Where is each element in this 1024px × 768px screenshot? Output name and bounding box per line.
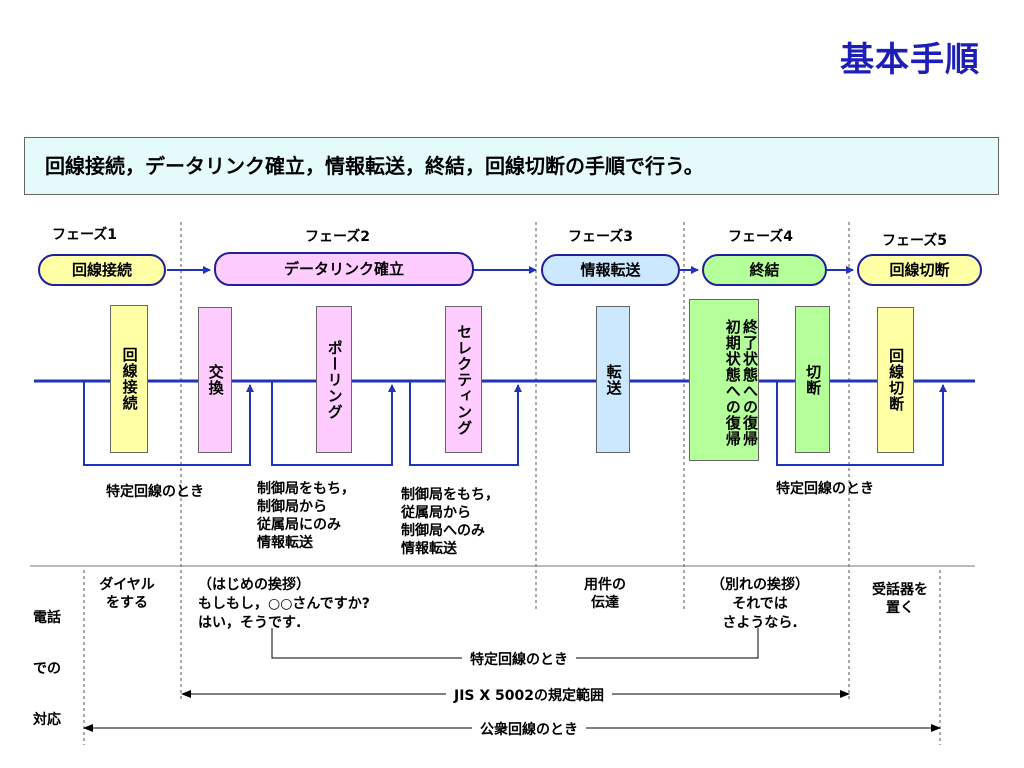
step-disconnect: 切断 bbox=[795, 306, 830, 453]
step-transfer: 転送 bbox=[596, 306, 630, 453]
note-polling: 制御局をもち， 制御局から 従属局にのみ 情報転送 bbox=[257, 481, 355, 551]
phase-4-pill: 終結 bbox=[702, 254, 827, 286]
phase-1-label: フェーズ1 bbox=[52, 227, 118, 243]
loop-2 bbox=[271, 381, 396, 466]
ranges bbox=[83, 628, 941, 732]
phone-greeting: （はじめの挨拶） もしもし，○○さんですか? はい，そうです. bbox=[198, 577, 370, 631]
phase-5-label: フェーズ5 bbox=[882, 233, 948, 249]
phase-1-pill: 回線接続 bbox=[38, 254, 166, 286]
phone-heading-line-2: での bbox=[33, 661, 61, 677]
phase-3-pill: 情報転送 bbox=[541, 254, 680, 286]
phase-4-label: フェーズ4 bbox=[728, 229, 794, 245]
summary-banner: 回線接続，データリンク確立，情報転送，終結，回線切断の手順で行う。 bbox=[24, 137, 999, 195]
phase-2-label: フェーズ2 bbox=[305, 229, 371, 245]
step-return-state: 終了状態への復帰 初期状態への復帰 bbox=[689, 299, 759, 461]
range-jis-label: JIS X 5002の規定範囲 bbox=[446, 685, 613, 705]
phone-dial: ダイヤル をする bbox=[99, 577, 155, 611]
range-public-label: 公衆回線のとき bbox=[472, 719, 586, 739]
loop-3 bbox=[409, 381, 522, 466]
step-polling: ポーリング bbox=[316, 306, 352, 453]
phase-2-pill: データリンク確立 bbox=[214, 252, 474, 286]
note-specific-line-2: 特定回線のとき bbox=[776, 481, 874, 497]
step-line-connect: 回線接続 bbox=[110, 305, 148, 453]
note-selecting: 制御局をもち， 従属局から 制御局へのみ 情報転送 bbox=[401, 487, 499, 557]
phase-3-label: フェーズ3 bbox=[568, 229, 634, 245]
phone-hangup: 受話器を 置く bbox=[872, 582, 928, 616]
phone-farewell: （別れの挨拶） それでは さようなら. bbox=[711, 577, 809, 631]
phone-heading: 電話 での 対応 bbox=[33, 576, 61, 746]
step-exchange: 交換 bbox=[198, 307, 232, 453]
loops bbox=[83, 381, 947, 466]
step-selecting: セレクティング bbox=[445, 306, 482, 453]
loop-4 bbox=[776, 381, 947, 466]
phone-business: 用件の 伝達 bbox=[584, 577, 626, 611]
page-title: 基本手順 bbox=[840, 40, 980, 80]
step-line-disconnect: 回線切断 bbox=[877, 307, 914, 453]
loop-1 bbox=[83, 381, 254, 466]
range-specific-label: 特定回線のとき bbox=[462, 649, 576, 669]
phase-5-pill: 回線切断 bbox=[857, 254, 982, 286]
note-specific-line-1: 特定回線のとき bbox=[106, 484, 204, 500]
phone-heading-line-3: 対応 bbox=[33, 712, 61, 728]
phone-heading-line-1: 電話 bbox=[33, 610, 61, 626]
phase-dividers bbox=[83, 222, 941, 745]
